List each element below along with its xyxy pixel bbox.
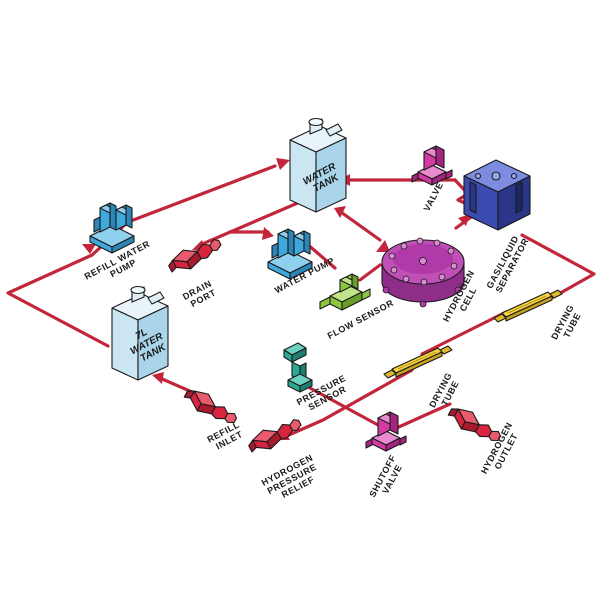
svg-text:SHUTOFF VALVE: SHUTOFF VALVE: [367, 450, 408, 503]
port-fitting-icon: [164, 232, 225, 278]
svg-text:GAS/LIQUID SEPARATOR: GAS/LIQUID SEPARATOR: [484, 231, 531, 295]
valve: VALVE: [411, 145, 453, 213]
svg-text:DRAIN PORT: DRAIN PORT: [181, 277, 221, 311]
svg-text:REFILL INLET: REFILL INLET: [205, 418, 248, 454]
hydrogen-outlet: HYDROGEN OUTLET: [444, 402, 520, 475]
svg-text:7L WATER TANK: 7L WATER TANK: [123, 320, 172, 367]
solenoid-valve-icon: [365, 411, 407, 452]
flow-sensor-icon: [319, 273, 371, 311]
water-pump: WATER PUMP: [267, 228, 336, 295]
svg-text:VALVE: VALVE: [422, 180, 446, 213]
drain-port: DRAIN PORT: [164, 232, 225, 311]
seven-litre-water-tank: 7L WATER TANK: [111, 285, 172, 381]
drying-tube-icon: [383, 345, 453, 379]
svg-text:DRYING TUBE: DRYING TUBE: [549, 300, 586, 346]
hydrogen-pressure-relief: HYDROGEN PRESSURE RELIEF: [244, 412, 327, 506]
valve-label: VALVE: [422, 180, 446, 213]
pressure-sensor-icon: [283, 342, 313, 393]
water-tank: WATER TANK: [289, 117, 347, 213]
pump-icon: [89, 202, 135, 254]
refill-inlet: REFILL INLET: [180, 384, 248, 454]
hydrogen-cell: HYDROGEN CELL: [381, 237, 479, 323]
electrolysis-cell-icon: [381, 237, 465, 308]
port-fitting-icon: [244, 412, 305, 458]
drying-tube-icon: [493, 289, 563, 323]
svg-text:DRYING TUBE: DRYING TUBE: [427, 368, 464, 414]
solenoid-valve-icon: [411, 145, 453, 186]
drying-tube-upper: DRYING TUBE: [493, 289, 586, 346]
svg-text:HYDROGEN PRESSURE: HYDROGEN PRESSURE RELIEF: [260, 451, 327, 506]
separator-icon: [463, 159, 531, 231]
